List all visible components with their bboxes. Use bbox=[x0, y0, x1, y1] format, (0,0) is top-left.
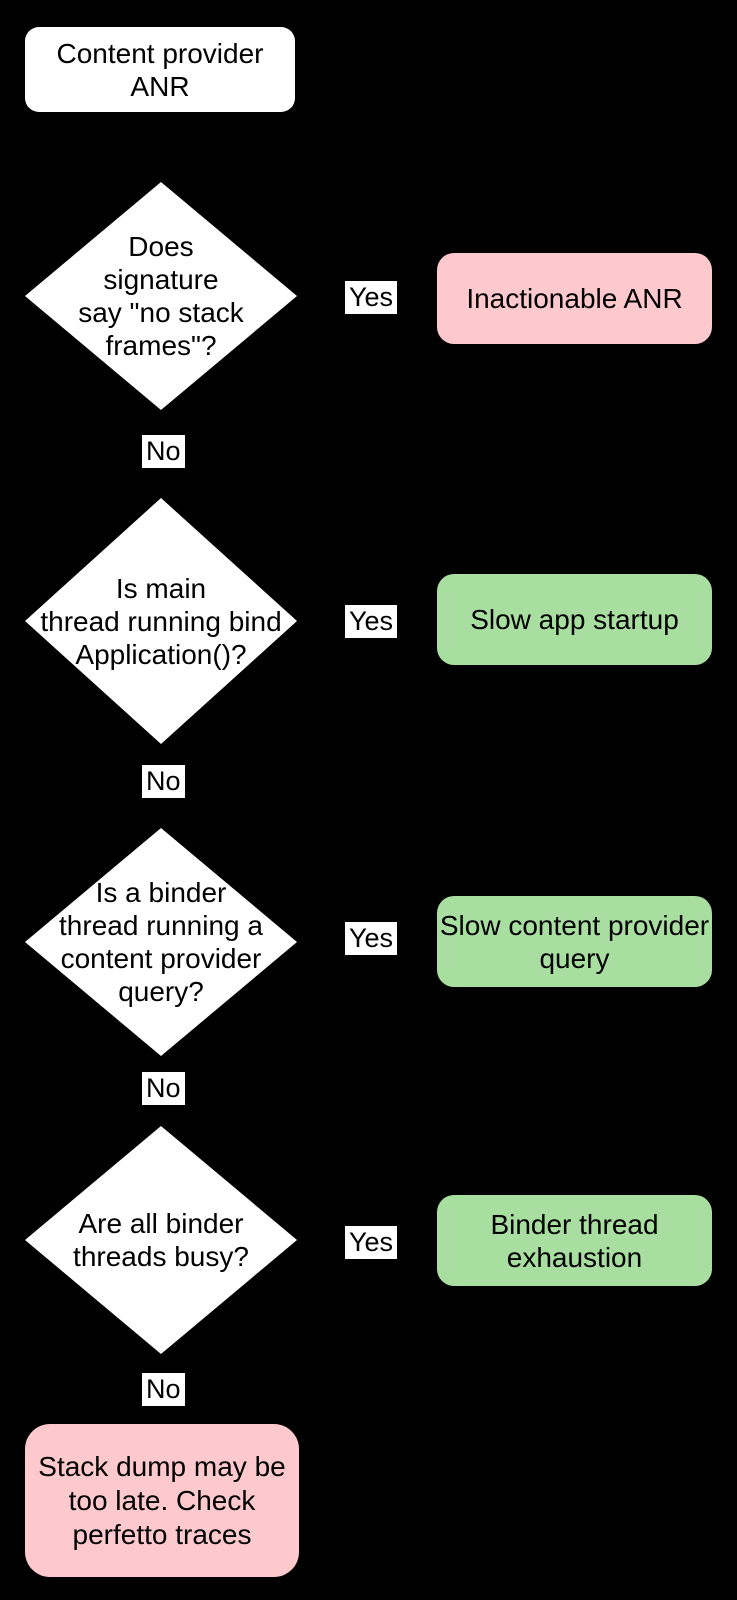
edge-label-yes-1: Yes bbox=[345, 281, 398, 314]
decision-question: Are all binder threads busy? bbox=[73, 1208, 249, 1272]
start-node-content-provider-anr: Content provider ANR bbox=[25, 27, 295, 112]
edge-label-no-2: No bbox=[142, 765, 185, 798]
diamond-shape bbox=[25, 828, 297, 1056]
outcome-label: Inactionable ANR bbox=[466, 283, 683, 314]
edge-label-yes-2: Yes bbox=[345, 605, 398, 638]
decision-node-binder-thread-content-provider-query: Is a binder thread running a content pro… bbox=[25, 828, 297, 1056]
decision-node-all-binder-threads-busy: Are all binder threads busy? bbox=[25, 1126, 297, 1354]
outcome-label: Slow content provider query bbox=[439, 909, 710, 974]
outcome-node-binder-thread-exhaustion: Binder thread exhaustion bbox=[437, 1195, 712, 1286]
outcome-label: Slow app startup bbox=[470, 604, 679, 635]
outcome-label: Binder thread exhaustion bbox=[490, 1208, 659, 1273]
terminal-node-stack-dump-perfetto: Stack dump may be too late. Check perfet… bbox=[25, 1424, 299, 1577]
decision-question: Is a binder thread running a content pro… bbox=[59, 877, 263, 1007]
outcome-node-slow-content-provider-query: Slow content provider query bbox=[437, 896, 712, 987]
start-node-label: Content provider ANR bbox=[56, 37, 264, 102]
edge-label-no-3: No bbox=[142, 1072, 185, 1105]
edge-label-yes-3: Yes bbox=[345, 922, 398, 955]
diamond-shape bbox=[25, 498, 297, 744]
decision-question: Is main thread running bind Application(… bbox=[40, 572, 282, 670]
edge-label-no-4: No bbox=[142, 1373, 185, 1406]
decision-node-signature-no-stack-frames: Does signature say "no stack frames"? bbox=[25, 182, 297, 410]
terminal-node-label: Stack dump may be too late. Check perfet… bbox=[38, 1450, 286, 1550]
edge-label-no-1: No bbox=[142, 435, 185, 468]
edge-label-yes-4: Yes bbox=[345, 1226, 398, 1259]
diamond-shape bbox=[25, 182, 297, 410]
outcome-node-slow-app-startup: Slow app startup bbox=[437, 574, 712, 665]
decision-question: Does signature say "no stack frames"? bbox=[78, 231, 244, 361]
decision-node-main-thread-bind-application: Is main thread running bind Application(… bbox=[25, 498, 297, 744]
diamond-shape bbox=[25, 1126, 297, 1354]
outcome-node-inactionable-anr: Inactionable ANR bbox=[437, 253, 712, 344]
